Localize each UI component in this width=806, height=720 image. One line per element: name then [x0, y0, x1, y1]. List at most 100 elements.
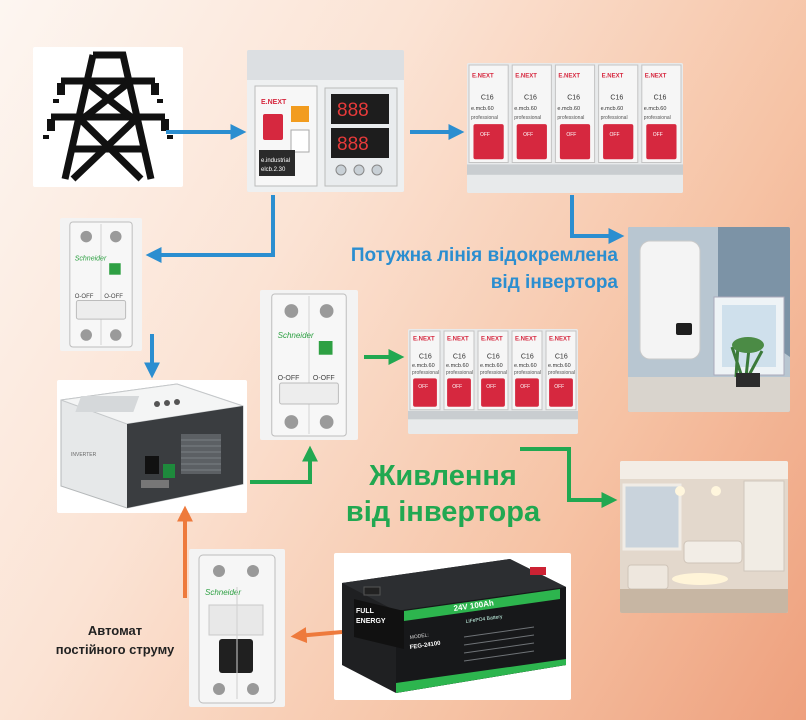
- breaker-grade: professional: [548, 370, 575, 376]
- arrow-inverter-to-schneider2: [250, 445, 318, 484]
- breaker-red-lever[interactable]: [516, 124, 547, 160]
- status-indicator: [109, 263, 121, 275]
- breaker-grade: professional: [514, 115, 541, 121]
- breaker-model: e.mcb.60: [514, 106, 537, 112]
- breaker-brand: E.NEXT: [472, 73, 494, 79]
- breaker-off-label: OFF: [610, 132, 620, 138]
- inverter-power-label-line2: від інвертора: [345, 496, 541, 528]
- breaker-model: e.mcb.60: [446, 363, 469, 369]
- breaker-red-lever[interactable]: [515, 378, 539, 407]
- schneider-lever[interactable]: [279, 382, 339, 405]
- breaker-model: e.mcb.60: [514, 363, 537, 369]
- fan-grill: [181, 434, 221, 474]
- breaker-model: e.mcb.60: [412, 363, 435, 369]
- breaker-off-label: OFF: [452, 384, 462, 390]
- schneider-lever[interactable]: [75, 299, 127, 320]
- relay-button[interactable]: [353, 164, 365, 176]
- room-photo: [620, 461, 788, 613]
- relay-button[interactable]: [335, 164, 347, 176]
- breaker-brand: E.NEXT: [549, 337, 571, 343]
- arrow-breakers-to-heater: [570, 195, 625, 244]
- arrow-breakers-to-room: [520, 447, 618, 508]
- breaker-off-label: OFF: [554, 384, 564, 390]
- breaker-model: e.mcb.60: [471, 106, 494, 112]
- breaker-red-lever[interactable]: [473, 124, 504, 160]
- rcbo-brand: E.NEXT: [261, 99, 287, 106]
- breaker-brand: E.NEXT: [558, 73, 580, 79]
- breaker-grade: professional: [514, 370, 541, 376]
- breaker-red-lever[interactable]: [559, 124, 591, 160]
- breaker-brand: E.NEXT: [515, 73, 537, 79]
- arrow-battery-to-dc-breaker: [290, 627, 343, 644]
- power-tower-icon: [43, 51, 173, 182]
- relay-display-top: 888: [337, 100, 369, 121]
- terminal-screw: [319, 304, 334, 318]
- breaker-model: e.mcb.60: [557, 106, 580, 112]
- breaker-rating: C16: [481, 94, 494, 101]
- battery-brand-2: ENERGY: [356, 618, 386, 625]
- terminal-screw: [80, 230, 92, 243]
- battery-brand-1: FULL: [356, 608, 375, 615]
- inverter-power-label-line1: Живлення: [369, 460, 517, 492]
- breaker-model: e.mcb.60: [644, 106, 667, 112]
- battery-photo: FULL ENERGY 24V 100Ah LiFePO4 Battery MO…: [334, 553, 571, 700]
- schneider-off-label: O-OFF: [278, 375, 300, 382]
- breaker-red-lever[interactable]: [447, 378, 471, 407]
- schneider-brand: Schneider: [278, 331, 314, 340]
- breaker-grade: professional: [471, 115, 498, 121]
- breaker-off-label: OFF: [486, 384, 496, 390]
- kitchen-cabinet: [743, 480, 785, 572]
- breaker-rating: C16: [453, 353, 466, 360]
- dc-breaker-lever[interactable]: [219, 639, 253, 673]
- rcbo-sub: elcb.2.30: [261, 167, 286, 173]
- breaker-model: e.mcb.60: [601, 106, 624, 112]
- breaker-off-label: OFF: [523, 132, 533, 138]
- dc-breaker-label: Автомат постійного струму: [40, 621, 190, 659]
- breaker-grade: professional: [480, 370, 507, 376]
- power-tower-panel: [33, 47, 183, 187]
- breaker-brand: E.NEXT: [602, 73, 624, 79]
- relay-button[interactable]: [371, 164, 383, 176]
- breaker-rating: C16: [555, 353, 568, 360]
- rcbo-test-button[interactable]: [291, 106, 309, 122]
- breaker-rating: C16: [524, 94, 537, 101]
- breaker-grade: professional: [412, 370, 439, 376]
- breaker-red-lever[interactable]: [549, 378, 573, 407]
- inverter-power-label: Живлення від інвертора: [318, 458, 568, 530]
- inverter-photo: INVERTER: [57, 380, 247, 513]
- relay-display-bottom: 888: [337, 134, 369, 155]
- plant-pot: [736, 373, 760, 387]
- rcbo-model: e.industrial: [261, 158, 290, 164]
- breaker-rating: C16: [487, 353, 500, 360]
- battery-chemistry: LiFePO4 Battery: [465, 614, 503, 625]
- breaker-red-lever[interactable]: [646, 124, 677, 160]
- battery-model-label: MODEL:: [409, 632, 429, 641]
- schneider-off-label: O-OFF: [104, 294, 123, 300]
- breaker-red-lever[interactable]: [603, 124, 634, 160]
- breaker-red-lever[interactable]: [481, 378, 505, 407]
- din-rail: [467, 164, 683, 175]
- breaker-rating: C16: [654, 94, 667, 101]
- breaker-red-lever[interactable]: [413, 378, 437, 407]
- inverter-display: [75, 396, 140, 412]
- battery-model: FEG-24100: [409, 641, 441, 651]
- schneider-off-label: O-OFF: [75, 294, 94, 300]
- breaker-brand: E.NEXT: [481, 337, 503, 343]
- breaker-grade: professional: [644, 115, 671, 121]
- rcbo-red-lever[interactable]: [263, 114, 283, 140]
- inverter-label: INVERTER: [71, 452, 97, 458]
- breaker-off-label: OFF: [520, 384, 530, 390]
- arrow-panel-to-schneider: [145, 195, 275, 263]
- breaker-grade: professional: [557, 115, 584, 121]
